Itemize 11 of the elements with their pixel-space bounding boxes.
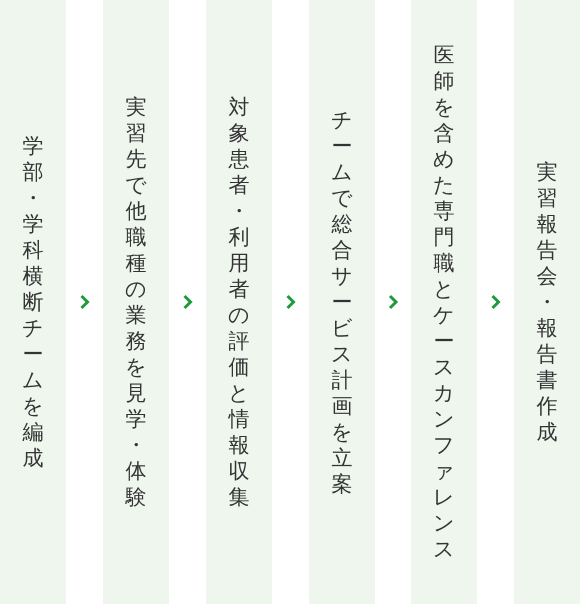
step-text: 学部・学科横断チームを編成 [22, 133, 44, 471]
chevron-arrow [388, 294, 398, 310]
step-text: チームで総合サービス計画を立案 [331, 107, 353, 497]
step-text: 実習先で他職種の業務を見学・体験 [125, 94, 147, 510]
chevron-arrow [183, 294, 193, 310]
chevron-arrow [491, 294, 501, 310]
chevron-arrow [286, 294, 296, 310]
chevron-arrow [80, 294, 90, 310]
step-text: 実習報告会・報告書作成 [536, 159, 558, 445]
step-text: 対象患者・利用者の評価と情報収集 [228, 94, 250, 510]
step-text: 医師を含めた専門職とケースカンファレンス [433, 42, 455, 562]
